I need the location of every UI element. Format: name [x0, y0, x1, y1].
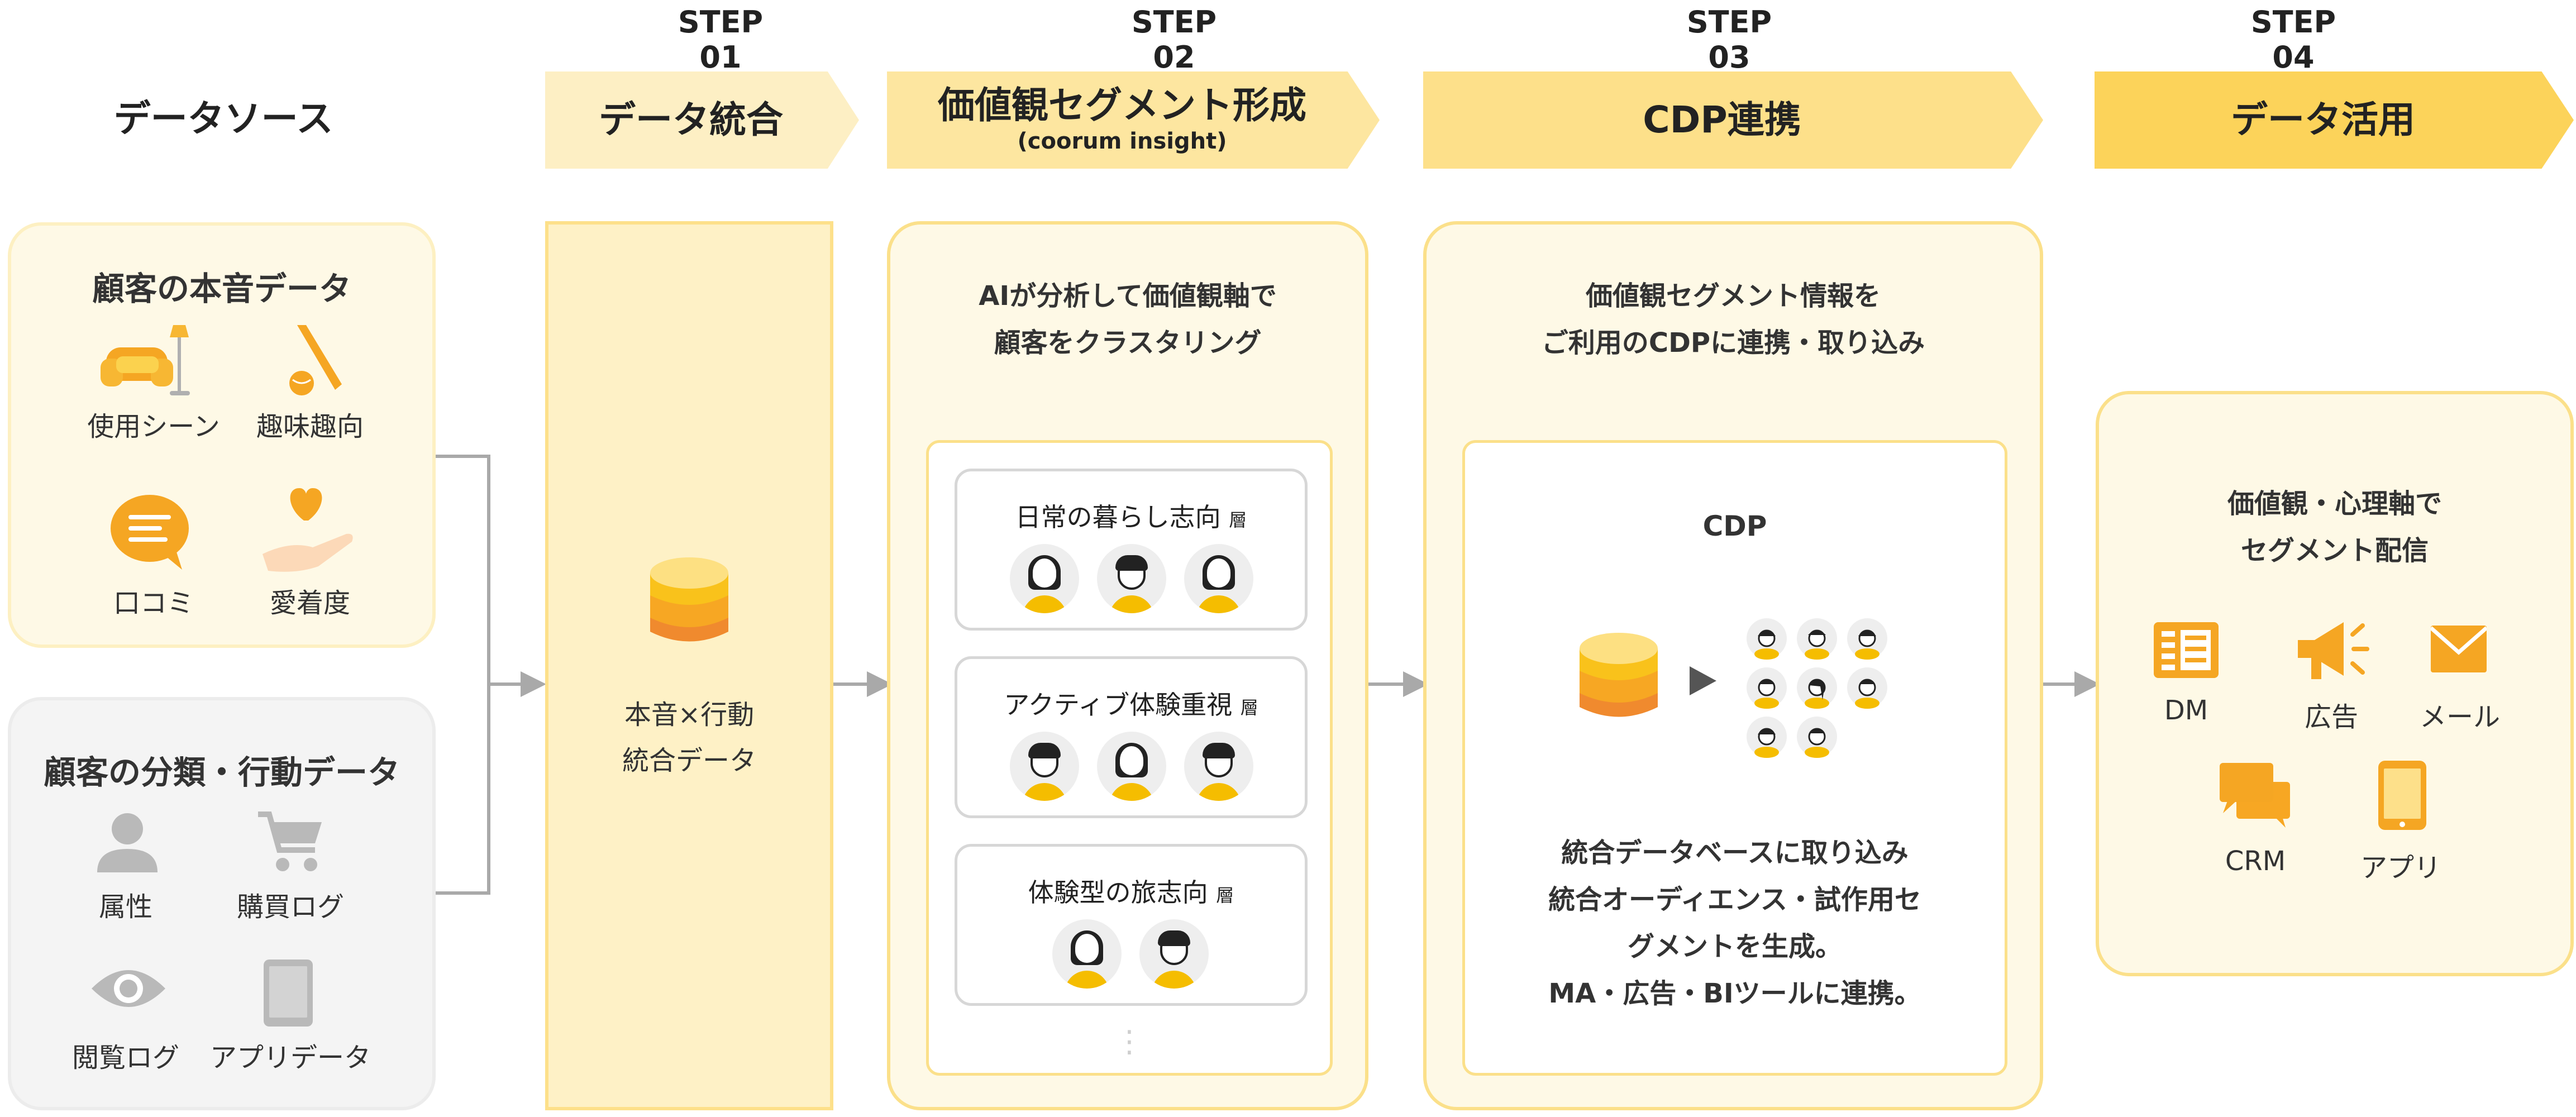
- more-segments-ellipsis: ⋮: [1114, 1024, 1144, 1059]
- review-bubble-icon: [111, 495, 189, 570]
- segment-suffix-active: 層: [1240, 697, 1258, 718]
- step-03-banner: CDP連携: [1423, 71, 2043, 169]
- step-02-title: 価値観セグメント形成: [938, 84, 1306, 127]
- behavior-data-title: 顧客の分類・行動データ: [43, 753, 400, 791]
- segment-suffix-travel: 層: [1216, 885, 1234, 906]
- segment-desc-line2: 顧客をクラスタリング: [994, 327, 1262, 359]
- cdp-text-line4: MA・広告・BIツールに連携。: [1548, 978, 1921, 1009]
- arrow-to-step4-icon: [2074, 671, 2100, 697]
- connector-step1-step2: [833, 682, 872, 686]
- mail-icon: [2431, 626, 2487, 672]
- step-01-banner: データ統合: [545, 71, 859, 169]
- connector-step2-step3: [1368, 682, 1408, 686]
- segment-title-active: アクティブ体験重視 層: [957, 685, 1305, 722]
- segment-card-travel: 体験型の旅志向 層: [955, 844, 1308, 1006]
- connector-vertical: [487, 455, 490, 895]
- segment-name-active: アクティブ体験重視: [1004, 690, 1233, 720]
- integration-line2: 統合データ: [622, 745, 756, 776]
- segment-title-daily: 日常の暮らし志向 層: [957, 497, 1305, 534]
- megaphone-icon: [2298, 622, 2369, 679]
- browse-log-label: 閲覧ログ: [71, 1042, 179, 1073]
- arrow-to-step1-icon: [521, 671, 546, 697]
- integration-panel: 本音×行動 統合データ: [545, 221, 833, 1110]
- usage-desc-line2: セグメント配信: [2240, 535, 2429, 566]
- cdp-desc-line1: 価値観セグメント情報を: [1585, 280, 1881, 312]
- avatar-female-long-hair: [1010, 544, 1079, 613]
- ad-label: 広告: [2304, 701, 2358, 733]
- audience-group-icon: [1747, 618, 1887, 758]
- avatar-female: [1184, 544, 1253, 613]
- avatar-female-ponytail: [1097, 732, 1166, 801]
- avatar-male-short: [1184, 732, 1253, 801]
- connector-to-step1: [487, 682, 524, 686]
- segment-inner-box: 日常の暮らし志向 層 アクティブ体験重視 層 体験型の旅志向 層 ⋮: [926, 440, 1333, 1076]
- cdp-panel: 価値観セグメント情報を ご利用のCDPに連携・取り込み CDP 統合データベース…: [1423, 221, 2043, 1110]
- segment-name-daily: 日常の暮らし志向: [1015, 502, 1221, 532]
- sofa-lamp-icon: [101, 325, 190, 395]
- segment-panel: AIが分析して価値観軸で 顧客をクラスタリング 日常の暮らし志向 層 アクティブ…: [887, 221, 1368, 1110]
- behavior-data-card: 顧客の分類・行動データ 属性 購買ログ 閲覧ログ アプリデータ: [8, 697, 436, 1110]
- step-01-label: STEP 01: [678, 4, 764, 75]
- person-icon: [97, 813, 158, 872]
- cdp-text-line1: 統合データベースに取り込み: [1561, 837, 1909, 868]
- usage-panel: 価値観・心理軸で セグメント配信 DM 広告 メール CRM アプリ: [2096, 391, 2574, 976]
- eye-icon: [92, 970, 165, 1007]
- purchase-log-label: 購買ログ: [236, 891, 344, 923]
- segment-desc-line1: AIが分析して価値観軸で: [979, 280, 1277, 312]
- crm-label: CRM: [2225, 846, 2286, 877]
- arrow-to-step2-icon: [867, 671, 893, 697]
- avatar-female-bob: [1052, 919, 1122, 989]
- step-02-subtitle: (coorum insight): [1017, 128, 1227, 154]
- step-04-banner: データ活用: [2095, 71, 2574, 169]
- connector-voice: [436, 455, 490, 458]
- app-phone-icon: [2378, 761, 2426, 830]
- database-icon: [650, 557, 728, 642]
- segment-name-travel: 体験型の旅志向: [1028, 877, 1208, 908]
- segment-title-travel: 体験型の旅志向 層: [957, 872, 1305, 909]
- step-02-label: STEP 02: [1131, 4, 1217, 75]
- connector-behavior: [436, 891, 490, 895]
- cart-icon: [258, 812, 322, 871]
- baseball-icon: [289, 325, 342, 395]
- voice-data-card: 顧客の本音データ 使用シーン 趣味趣向 口コミ 愛着度: [8, 222, 436, 648]
- avatar-male-short: [1139, 919, 1209, 989]
- integration-line1: 本音×行動: [624, 699, 755, 731]
- dm-label: DM: [2164, 695, 2208, 726]
- attribute-label: 属性: [98, 891, 152, 923]
- usage-desc-line1: 価値観・心理軸で: [2227, 488, 2442, 519]
- review-label: 口コミ: [113, 588, 194, 619]
- segment-card-active: アクティブ体験重視 層: [955, 656, 1308, 818]
- arrow-to-step3-icon: [1403, 671, 1429, 697]
- usage-scene-label: 使用シーン: [87, 411, 220, 442]
- step-04-label: STEP 04: [2250, 4, 2336, 75]
- step-03-label: STEP 03: [1686, 4, 1772, 75]
- app-device-icon: [264, 960, 313, 1027]
- cdp-text-line2: 統合オーディエンス・試作用セ: [1548, 884, 1921, 915]
- crm-chat-icon: [2220, 763, 2290, 828]
- avatar-male: [1010, 732, 1079, 801]
- avatar-male: [1097, 544, 1166, 613]
- database-icon: [1580, 633, 1658, 717]
- step-03-title: CDP連携: [1643, 98, 1801, 142]
- segment-card-daily: 日常の暮らし志向 層: [955, 469, 1308, 631]
- dm-newsletter-icon: [2154, 622, 2219, 678]
- cdp-box-title: CDP: [1702, 510, 1767, 542]
- datasource-header: データソース: [113, 97, 333, 140]
- loyalty-label: 愛着度: [269, 588, 350, 619]
- hobby-label: 趣味趣向: [256, 411, 364, 442]
- cdp-desc-line2: ご利用のCDPに連携・取り込み: [1541, 327, 1925, 359]
- step-02-banner: 価値観セグメント形成 (coorum insight): [887, 71, 1380, 169]
- cdp-text-line3: グメントを生成。: [1627, 931, 1842, 962]
- step-04-title: データ活用: [2231, 98, 2415, 142]
- mail-label: メール: [2419, 701, 2500, 733]
- app-label: アプリ: [2360, 852, 2441, 884]
- voice-data-title: 顧客の本音データ: [92, 270, 351, 308]
- heart-hand-icon: [263, 488, 353, 572]
- play-arrow-icon: [1690, 666, 1716, 695]
- app-data-label: アプリデータ: [209, 1042, 371, 1073]
- step-01-title: データ統合: [599, 98, 783, 142]
- segment-suffix-daily: 層: [1229, 509, 1247, 531]
- cdp-inner-box: CDP 統合データベースに取り込み 統合オーディエンス・試作用セ グメントを生成…: [1462, 440, 2007, 1076]
- connector-step3-step4: [2043, 682, 2080, 686]
